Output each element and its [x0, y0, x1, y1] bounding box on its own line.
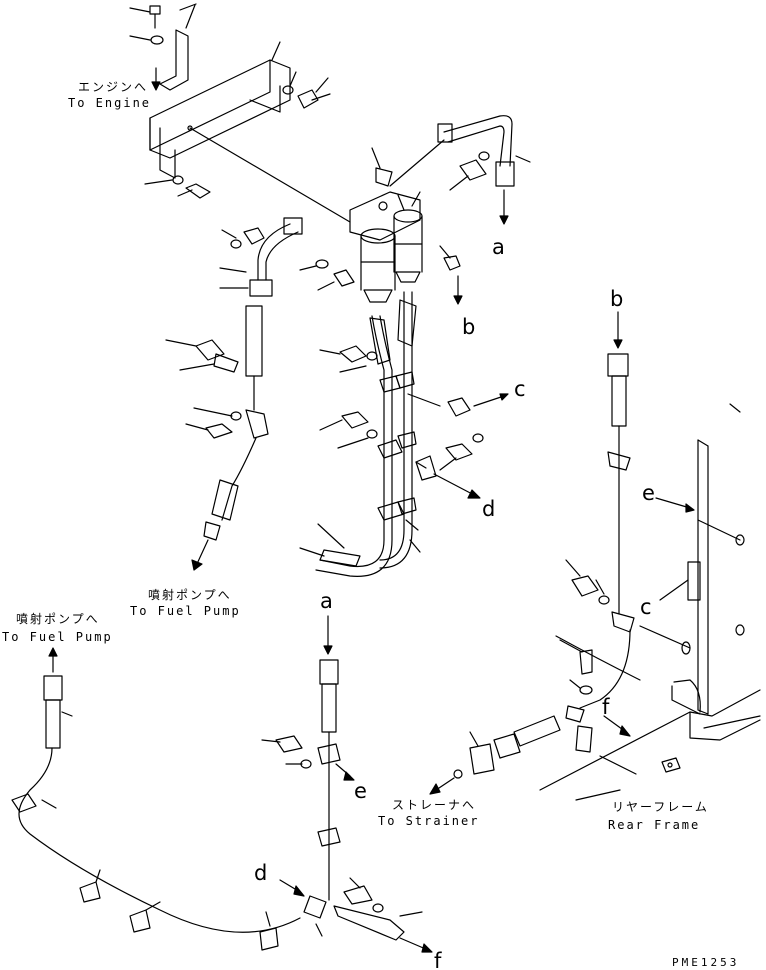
- engine-bracket: [129, 3, 351, 223]
- connection-letter-c-right: c: [640, 595, 652, 619]
- connection-letter-d-bottom: d: [254, 861, 268, 885]
- lower-fuel-hose: [11, 615, 433, 953]
- connection-letter-f-bottom: f: [434, 949, 442, 970]
- to-strainer-label-jp: ストレーナへ: [392, 798, 477, 812]
- connection-letter-b-right: b: [610, 287, 624, 311]
- drawing-code: PME1253: [672, 956, 740, 969]
- to-engine-label: To Engine: [68, 96, 152, 110]
- connection-letter-f: f: [602, 695, 610, 719]
- connection-letter-e-bottom: e: [354, 779, 367, 803]
- strainer-connection: [429, 705, 593, 795]
- to-fuel-pump-label-2: To Fuel Pump: [2, 630, 113, 644]
- connection-letter-d: d: [482, 497, 496, 521]
- to-fuel-pump-label: To Fuel Pump: [130, 604, 241, 618]
- left-pipe-to-fuel-pump: [165, 217, 303, 571]
- connection-letter-a-bottom: a: [320, 589, 333, 613]
- to-fuel-pump-label-jp-2: 噴射ポンプへ: [16, 612, 100, 626]
- connection-letter-b: b: [462, 315, 476, 339]
- to-strainer-label: To Strainer: [378, 814, 480, 828]
- to-engine-label-jp: エンジンへ: [78, 80, 149, 94]
- rear-frame-label: Rear Frame: [608, 818, 701, 832]
- to-fuel-pump-label-jp: 噴射ポンプへ: [148, 588, 232, 602]
- center-hoses: [299, 291, 509, 577]
- connection-letter-a: a: [492, 235, 505, 259]
- upper-fuel-pipe: [437, 115, 531, 225]
- fuel-filter-assembly: [299, 139, 463, 305]
- connection-letter-c: c: [514, 377, 526, 401]
- rear-frame-label-jp: リヤーフレーム: [612, 800, 709, 814]
- connection-letter-e: e: [642, 481, 655, 505]
- rear-frame-assembly: [539, 311, 761, 801]
